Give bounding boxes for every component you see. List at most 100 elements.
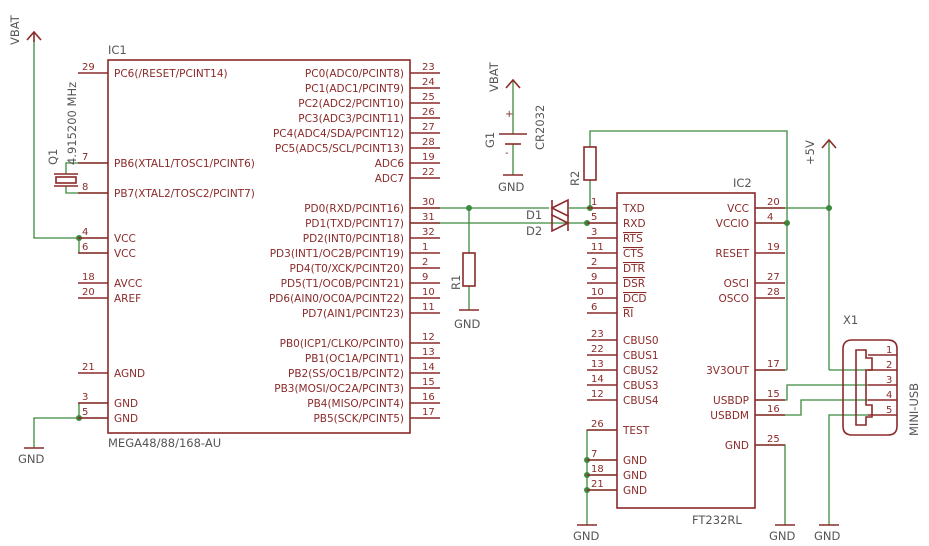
diode-d1: D1 bbox=[526, 198, 569, 222]
pin-number: 25 bbox=[422, 92, 435, 103]
pin-number: 7 bbox=[591, 449, 597, 460]
pin-label: CBUS2 bbox=[623, 365, 659, 377]
pin-label: PD6(AIN0/OC0A/PCINT22) bbox=[269, 293, 404, 305]
d1-triangle bbox=[550, 198, 569, 218]
pin-number: 18 bbox=[591, 464, 604, 475]
pin-number: 10 bbox=[591, 287, 604, 298]
r1-name: R1 bbox=[449, 275, 463, 290]
pin-label: VCC bbox=[727, 203, 749, 215]
pin-number: 28 bbox=[422, 137, 435, 148]
pin-label: PB4(MISO/PCINT4) bbox=[307, 398, 404, 410]
pin-label: ADC7 bbox=[375, 173, 404, 185]
pin-number: 26 bbox=[591, 419, 604, 430]
pin-number: 12 bbox=[591, 389, 604, 400]
g1-minus-sign: - bbox=[505, 148, 509, 159]
pin-label: RTS bbox=[623, 233, 643, 245]
pin-number: 32 bbox=[422, 227, 435, 238]
pin-number: 3 bbox=[886, 375, 892, 386]
gnd-battery: GND bbox=[498, 174, 525, 194]
x1-value: MINI-USB bbox=[907, 383, 921, 436]
junction-dot bbox=[826, 205, 832, 211]
wire-usb-gnd bbox=[828, 414, 868, 525]
pin-label: PD7(AIN1/PCINT23) bbox=[302, 308, 404, 320]
plus5v-supply: +5V bbox=[803, 138, 837, 165]
ic2-name: IC2 bbox=[733, 176, 752, 190]
pin-number: 3 bbox=[591, 227, 597, 238]
pin-number: 2 bbox=[422, 257, 428, 268]
gnd-label: GND bbox=[498, 180, 525, 194]
pin-number: 6 bbox=[82, 242, 88, 253]
pin-label: PB0(ICP1/CLKO/PCINT0) bbox=[280, 338, 404, 350]
pin-number: 20 bbox=[82, 287, 95, 298]
pin-number: 13 bbox=[591, 359, 604, 370]
pin-number: 9 bbox=[422, 272, 428, 283]
gnd-ic2-left: GND bbox=[573, 524, 600, 543]
ic2-body bbox=[616, 192, 756, 509]
pin-number: 29 bbox=[82, 62, 95, 73]
pin-number: 31 bbox=[422, 212, 435, 223]
gnd-label: GND bbox=[573, 529, 600, 543]
plus5v-label: +5V bbox=[803, 140, 817, 165]
wire-ic2-gnd-left bbox=[586, 429, 617, 525]
pin-number: 28 bbox=[767, 287, 780, 298]
pin-label: VCCIO bbox=[716, 218, 749, 230]
q1-name: Q1 bbox=[46, 149, 60, 165]
wire-ic1-gnd bbox=[33, 403, 80, 448]
pin-number: 30 bbox=[422, 197, 435, 208]
pin-number: 23 bbox=[591, 329, 604, 340]
pin-number: 16 bbox=[767, 404, 780, 415]
pin-number: 11 bbox=[591, 242, 604, 253]
pin-label: PC3(ADC3/PCINT11) bbox=[298, 113, 404, 125]
pin-label: PD2(INT0/PCINT18) bbox=[303, 233, 404, 245]
pin-label: CTS bbox=[623, 248, 644, 260]
pin-number: 9 bbox=[591, 272, 597, 283]
pin-label: RESET bbox=[715, 248, 749, 260]
pin-label: OSCI bbox=[724, 278, 749, 290]
pin-number: 4 bbox=[886, 390, 892, 401]
gnd-r1: GND bbox=[454, 309, 481, 331]
ic2-left-pins: 1TXD5RXD3RTS11CTS2DTR9DSR10DCD6RI23CBUS0… bbox=[587, 197, 659, 497]
pin-label: TXD bbox=[622, 203, 645, 215]
pin-label: PB2(SS/OC1B/PCINT2) bbox=[288, 368, 404, 380]
r1-body bbox=[462, 252, 476, 287]
pin-number: 12 bbox=[422, 332, 435, 343]
pin-label: AGND bbox=[114, 368, 145, 380]
pin-number: 22 bbox=[422, 167, 435, 178]
pin-label: PC6(/RESET/PCINT14) bbox=[114, 68, 228, 80]
pin-label: GND bbox=[623, 485, 647, 497]
pin-label: GND bbox=[114, 398, 138, 410]
x1-shell bbox=[855, 349, 873, 426]
pin-number: 21 bbox=[82, 362, 95, 373]
pin-label: PD3(INT1/OC2B/PCINT19) bbox=[270, 248, 404, 260]
vbat-label: VBAT bbox=[487, 61, 501, 92]
pin-label: AVCC bbox=[114, 278, 142, 290]
ic1-value: MEGA48/88/168-AU bbox=[108, 436, 221, 450]
gnd-label: GND bbox=[814, 529, 841, 543]
pin-label: PB3(MOSI/OC2A/PCINT3) bbox=[274, 383, 404, 395]
resistor-r2: R2 bbox=[568, 146, 597, 186]
pin-label: CBUS3 bbox=[623, 380, 659, 392]
pin-number: 8 bbox=[82, 182, 88, 193]
r2-body bbox=[583, 146, 597, 181]
junction-dot bbox=[466, 205, 472, 211]
pin-number: 25 bbox=[767, 434, 780, 445]
pin-label: PC4(ADC4/SDA/PCINT12) bbox=[273, 128, 404, 140]
d1-name: D1 bbox=[526, 208, 542, 222]
pin-label: USBDP bbox=[713, 395, 749, 407]
pin-number: 14 bbox=[591, 374, 604, 385]
pin-number: 15 bbox=[767, 389, 780, 400]
vbat-label: VBAT bbox=[8, 14, 22, 45]
pin-label: PD1(TXD/PCINT17) bbox=[305, 218, 404, 230]
x1-name: X1 bbox=[843, 313, 858, 327]
pin-label: PC5(ADC5/SCL/PCINT13) bbox=[275, 143, 404, 155]
pin-number: 23 bbox=[422, 62, 435, 73]
pin-label: DCD bbox=[623, 293, 647, 305]
pin-label: RXD bbox=[623, 218, 646, 230]
pin-label: USBDM bbox=[710, 410, 749, 422]
pin-number: 2 bbox=[591, 257, 597, 268]
ic1-symbol: IC1 MEGA48/88/168-AU 29PC6(/RESET/PCINT1… bbox=[78, 43, 440, 450]
vbat-supply-battery: VBAT bbox=[487, 61, 521, 92]
